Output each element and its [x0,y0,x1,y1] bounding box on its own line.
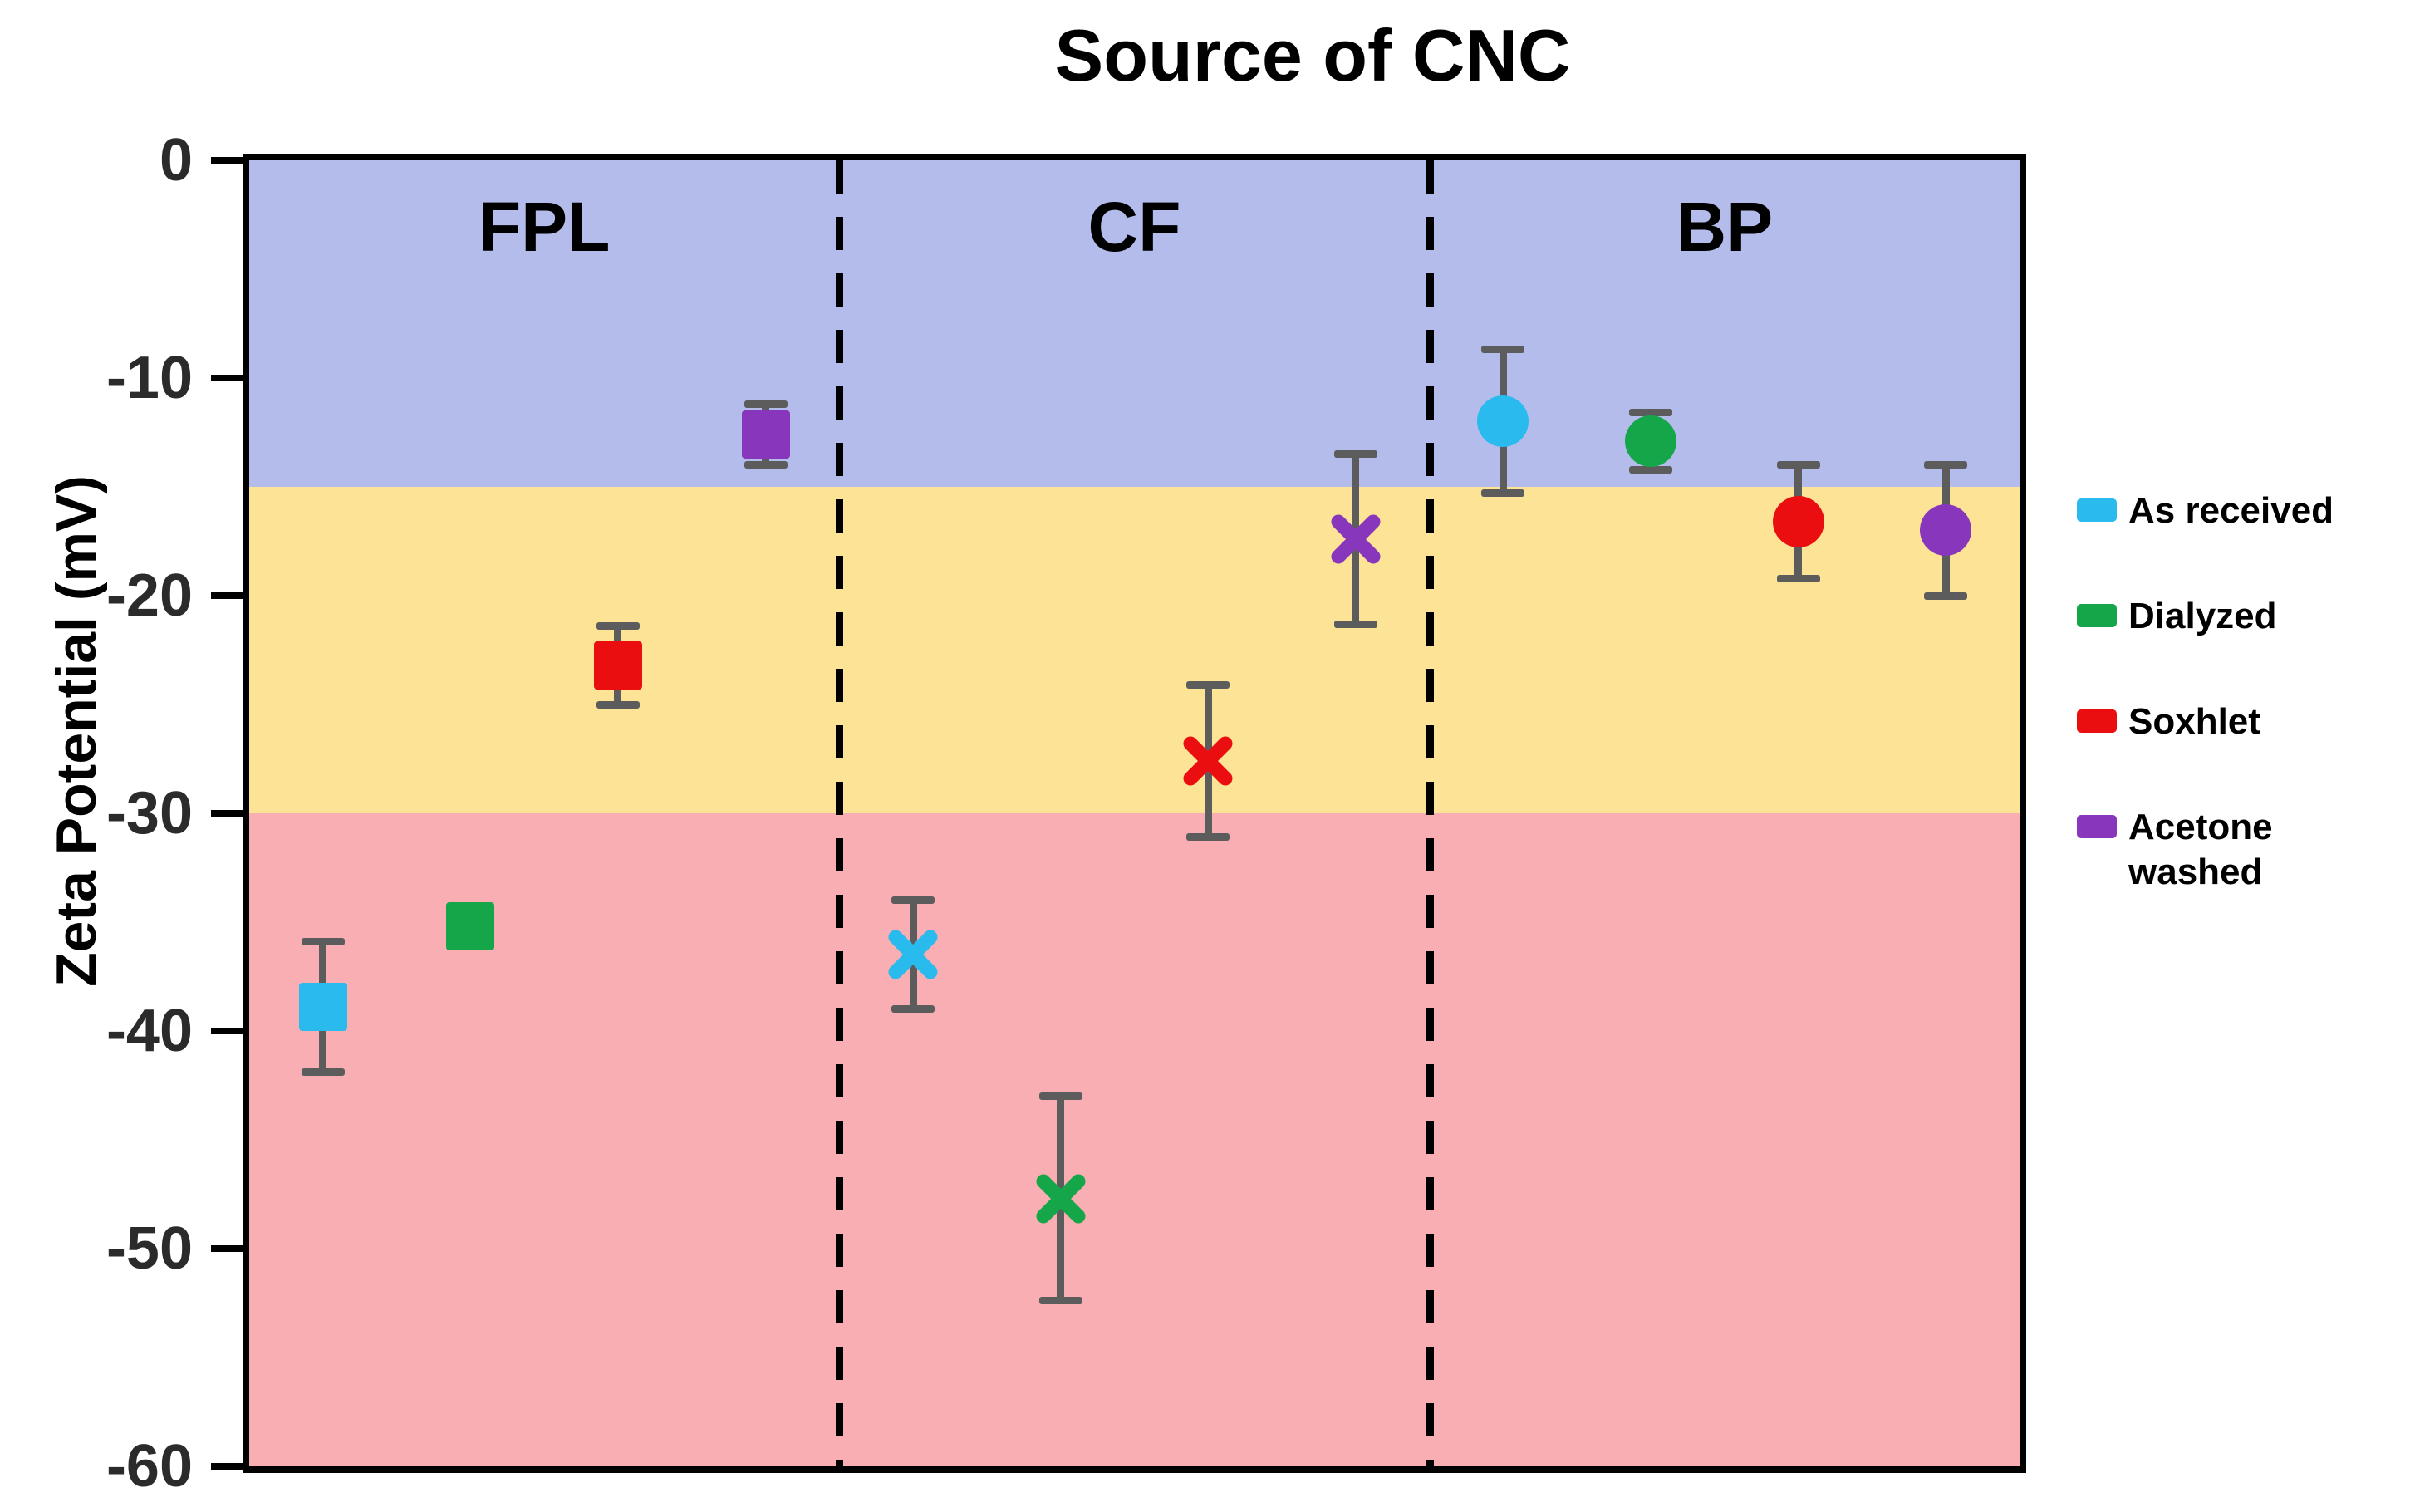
marker-fpl-soxhlet [593,641,642,690]
error-bar-cap [1333,450,1377,459]
y-tick [211,157,243,164]
y-tick [211,375,243,381]
error-bar-cap [301,938,345,946]
y-tick-label: -60 [106,1433,193,1500]
y-tick-label: -10 [106,345,193,411]
group-label-fpl: FPL [478,188,611,266]
marker-bp-acetone-washed [1920,504,1972,557]
error-bar-cap [744,400,788,408]
marker-cf-acetone-washed [1328,512,1383,571]
legend-swatch-1 [2077,604,2117,627]
error-bar-cap [1924,592,1968,600]
marker-fpl-as-received [298,983,347,1032]
error-bar-cap [301,1068,345,1077]
error-bar-cap [1776,461,1820,469]
error-bar-cap [891,1005,935,1014]
y-tick [211,1463,243,1470]
error-bar-cap [1629,409,1673,417]
marker-fpl-dialyzed [446,902,495,951]
y-tick-label: 0 [159,127,193,194]
y-tick [211,810,243,817]
legend-swatch-3 [2077,815,2117,838]
legend-item-0: As received [2077,488,2403,533]
error-bar-cap [596,700,640,709]
marker-bp-as-received [1477,395,1529,448]
error-bar-cap [1924,461,1968,469]
group-label-cf: CF [1087,188,1181,266]
error-bar-cap [891,896,935,905]
group-label-bp: BP [1676,188,1774,266]
stability-band-1 [249,487,2020,813]
legend-label-1: Dialyzed [2128,596,2277,636]
chart-title: Source of CNC [1054,14,1571,96]
y-tick [211,1245,243,1252]
y-tick [211,1028,243,1034]
marker-cf-as-received [886,927,940,986]
legend-item-2: Soxhlet [2077,700,2403,744]
legend-label-3: Acetone washed [2128,807,2273,892]
error-bar-cap [1186,833,1230,842]
error-bar-cap [1481,346,1525,354]
marker-bp-soxhlet [1772,495,1824,547]
error-bar-cap [1333,620,1377,628]
error-bar-cap [1038,1297,1082,1305]
error-bar-cap [744,461,788,469]
y-tick [211,592,243,599]
error-bar-cap [1776,574,1820,582]
marker-bp-dialyzed [1625,415,1677,467]
y-tick-label: -40 [106,998,193,1064]
error-bar-cap [1629,465,1673,474]
legend-item-3: Acetone washed [2077,805,2403,895]
error-bar-cap [1186,680,1230,689]
group-separator-2 [1426,160,1434,1466]
legend-label-0: As received [2128,490,2334,531]
stability-band-0 [249,160,2020,487]
error-bar-cap [1038,1092,1082,1101]
plot-area: FPL CF BP 0 -10 -20 -30 -40 -50 -60 [106,127,2026,1500]
y-tick-label: -30 [106,780,193,847]
error-bar-cap [596,622,640,631]
legend-label-2: Soxhlet [2128,701,2260,742]
stability-band-2 [249,813,2020,1466]
marker-fpl-acetone-washed [741,410,790,459]
y-axis-title: Zeta Potential (mV) [45,475,108,987]
marker-cf-soxhlet [1181,734,1235,793]
legend-swatch-0 [2077,498,2117,522]
y-tick-label: -20 [106,562,193,629]
y-tick-label: -50 [106,1215,193,1282]
marker-cf-dialyzed [1033,1171,1088,1230]
legend-swatch-2 [2077,709,2117,733]
legend-item-1: Dialyzed [2077,594,2403,639]
group-separator-1 [836,160,844,1466]
error-bar-cap [1481,489,1525,498]
